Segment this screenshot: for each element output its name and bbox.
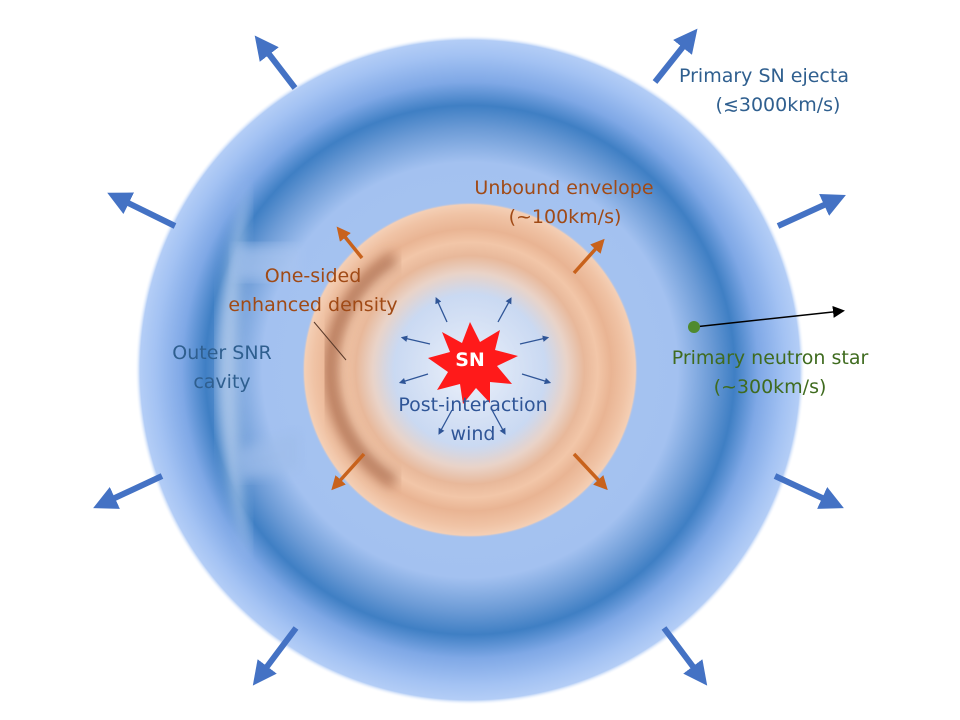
wind-arrow	[400, 335, 431, 345]
envelope-arrow	[331, 452, 366, 491]
envelope-arrow	[336, 226, 364, 260]
onesided-pointer-line	[313, 321, 347, 361]
onesided-label: One-sided	[265, 265, 362, 287]
wind-arrow	[398, 373, 429, 385]
sn-label: SN	[455, 349, 485, 371]
wind-arrow	[519, 335, 550, 345]
wind-arrow	[435, 297, 448, 323]
neutron-star-label: Primary neutron star	[672, 347, 869, 369]
cavity-wedge-lower	[235, 430, 300, 480]
outer-cavity-label: Outer SNR	[172, 342, 271, 364]
ejecta-arrow	[252, 626, 299, 686]
unbound-envelope-speed: (~100km/s)	[509, 206, 622, 228]
primary-ejecta-label: Primary SN ejecta	[679, 65, 849, 87]
onesided-label-2: enhanced density	[228, 294, 397, 316]
primary-ejecta-speed: (≲3000km/s)	[716, 94, 841, 116]
enhanced-density-crescent	[324, 251, 399, 489]
neutron-star-velocity-arrow	[693, 306, 845, 328]
ejecta-arrow	[773, 473, 844, 509]
sn-starburst	[428, 322, 518, 404]
wind-label-2: wind	[451, 423, 496, 445]
wind-arrow	[497, 297, 512, 323]
wind-label: Post-interaction	[398, 394, 547, 416]
wind-arrow	[438, 409, 453, 435]
cavity-wedge	[235, 245, 300, 280]
outer-cavity-label-2: cavity	[193, 371, 250, 393]
ejecta-arrow	[661, 626, 708, 686]
neutron-star-dot	[688, 321, 700, 333]
ejecta-arrow	[652, 28, 698, 84]
neutron-star-speed: (~300km/s)	[714, 376, 827, 398]
ejecta-arrow	[107, 192, 177, 229]
ejecta-arrow	[776, 194, 846, 229]
envelope-arrow	[572, 238, 605, 275]
wind-arrow	[521, 373, 552, 385]
ejecta-arrows	[93, 28, 846, 686]
ejecta-arrow	[254, 35, 298, 90]
envelope-arrow	[572, 452, 608, 491]
envelope-arrows	[331, 226, 608, 491]
wind-arrows	[398, 297, 552, 435]
wind-arrow	[491, 409, 506, 435]
outer-cavity-region	[217, 180, 250, 560]
ejecta-arrow	[93, 473, 164, 509]
unbound-envelope-label: Unbound envelope	[474, 177, 653, 199]
